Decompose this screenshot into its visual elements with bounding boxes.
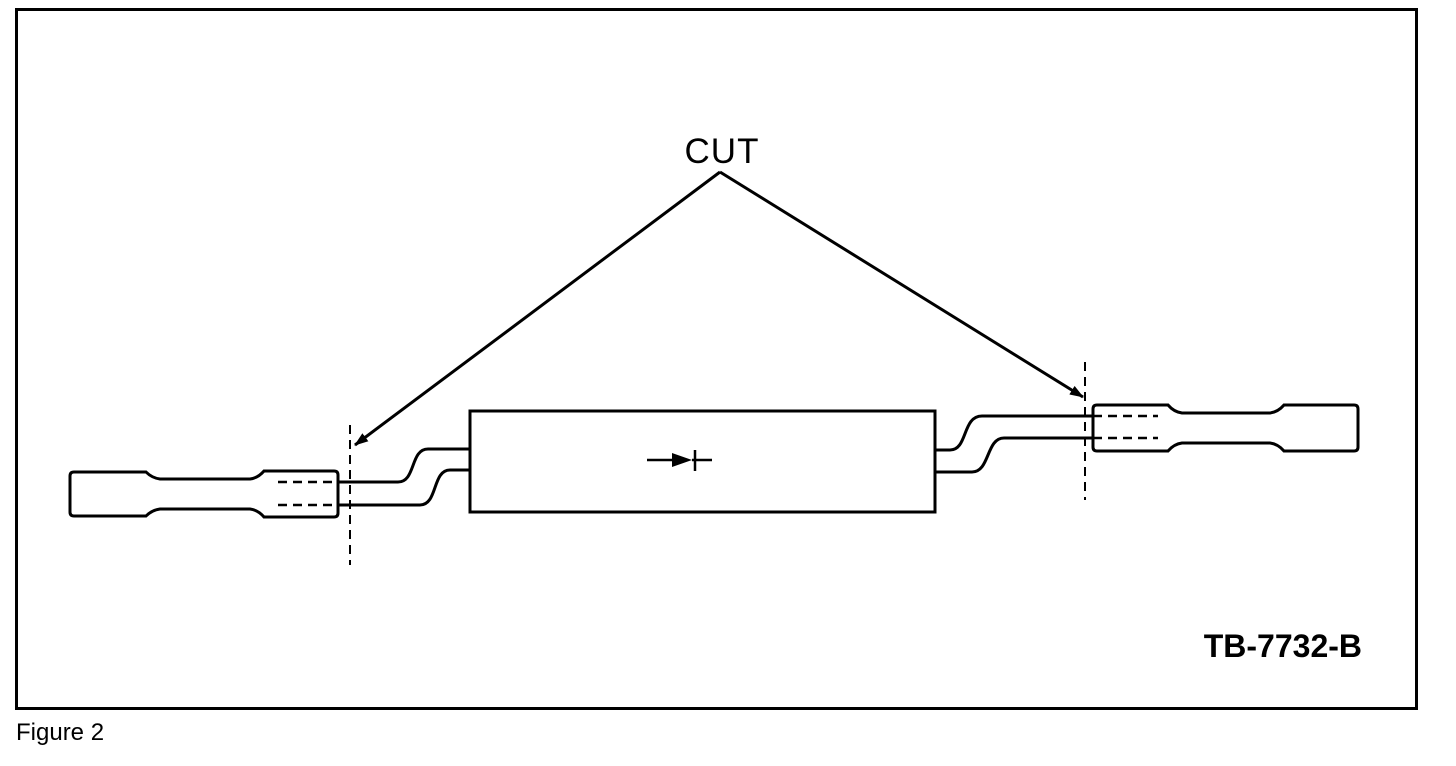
left-wire-upper <box>338 447 470 484</box>
left-lead-wires <box>338 447 470 507</box>
diode-body <box>468 409 937 514</box>
right-wire-lower <box>935 436 1094 474</box>
cut-label: CUT <box>685 132 760 171</box>
part-code-label: TB-7732-B <box>1204 628 1362 664</box>
diode-body-outline <box>468 409 937 514</box>
left-wire-lower <box>338 468 470 507</box>
right-terminal-hidden-crimp <box>1093 414 1158 440</box>
left-terminal-outline <box>68 469 340 519</box>
right-lead-wires <box>935 414 1094 474</box>
right-wire-upper <box>935 414 1094 452</box>
right-terminal <box>1091 403 1360 453</box>
left-cut-arrow <box>354 170 721 447</box>
left-terminal-hidden-crimp <box>278 480 338 507</box>
figure-caption: Figure 2 <box>16 719 105 746</box>
figure-frame <box>15 8 1418 710</box>
right-terminal-outline <box>1091 403 1360 453</box>
left-terminal <box>68 469 340 519</box>
diode-arrow-icon <box>647 450 712 471</box>
right-cut-arrow <box>719 170 1084 399</box>
